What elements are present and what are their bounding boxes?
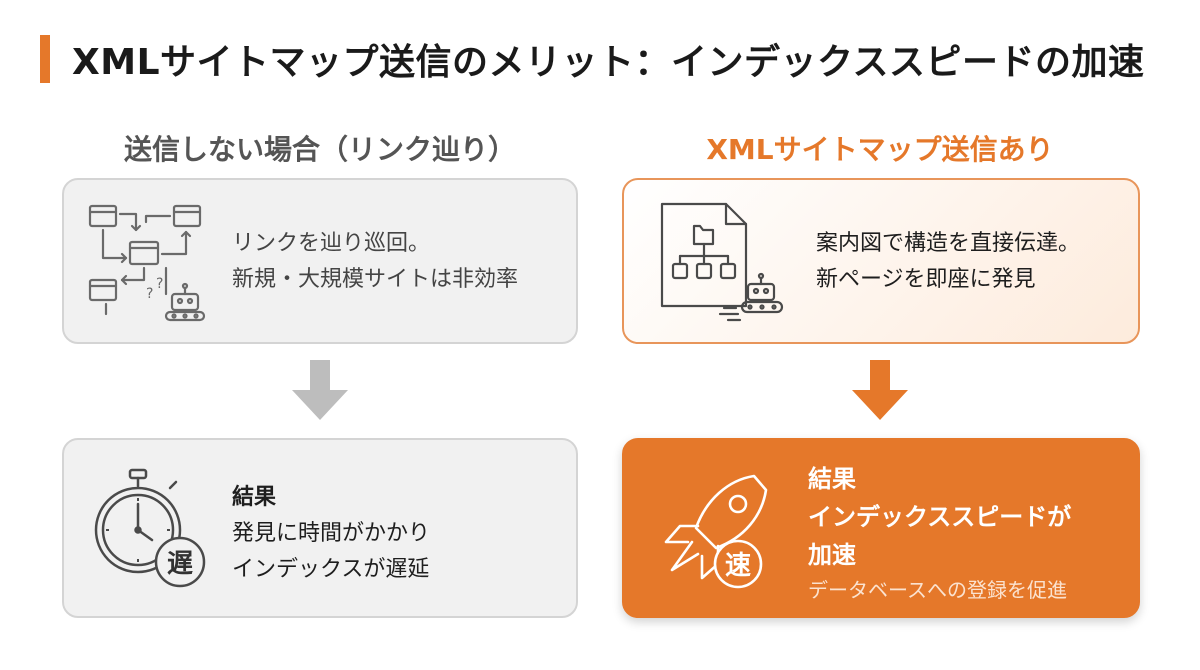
slow-result-label: 結果 [232, 485, 277, 510]
sitemap-line2: 新ページを即座に発見 [816, 267, 1036, 292]
fast-result-line1: インデックススピードが [808, 503, 1072, 531]
slow-result-line1: 発見に時間がかかり [232, 521, 431, 546]
fast-result-line2: 加速 [808, 541, 856, 569]
title-area: XMLサイトマップ送信のメリット：インデックススピードの加速 [40, 34, 1144, 84]
down-arrow-gray-icon [292, 360, 348, 420]
no-sitemap-line1: リンクを辿り巡回。 [232, 231, 431, 256]
svg-text:?: ? [156, 276, 163, 292]
link-crawl-robot-icon: ? ? [88, 204, 206, 322]
no-sitemap-line2: 新規・大規模サイトは非効率 [232, 267, 519, 292]
slow-badge-text: 遅 [167, 549, 193, 579]
svg-text:?: ? [146, 286, 153, 302]
fast-result-label: 結果 [808, 465, 856, 493]
page-title: XMLサイトマップ送信のメリット：インデックススピードの加速 [72, 42, 1145, 83]
slow-result-card: 遅 結果 発見に時間がかかり インデックスが遅延 [62, 438, 578, 618]
rocket-fast-icon: 速 [664, 474, 768, 589]
sitemap-card: 案内図で構造を直接伝達。 新ページを即座に発見 [622, 178, 1140, 344]
down-arrow-orange-icon [852, 360, 908, 420]
sitemap-line1: 案内図で構造を直接伝達。 [816, 231, 1081, 256]
right-column-heading: XMLサイトマップ送信あり [706, 133, 1054, 166]
no-sitemap-card: ? ? リンクを辿り巡回。 新規・大規模サイトは非効率 [62, 178, 578, 344]
left-column-heading: 送信しない場合（リンク辿り） [123, 133, 516, 166]
fast-result-card: 速 結果 インデックススピードが 加速 データベースへの登録を促進 [622, 438, 1140, 618]
fast-badge-text: 速 [725, 551, 751, 581]
fast-result-sub: データベースへの登録を促進 [808, 578, 1067, 602]
slow-result-line2: インデックスが遅延 [232, 557, 430, 582]
stopwatch-slow-icon: 遅 [94, 468, 206, 588]
sitemap-document-robot-icon [660, 202, 784, 322]
title-accent-bar [40, 35, 50, 83]
